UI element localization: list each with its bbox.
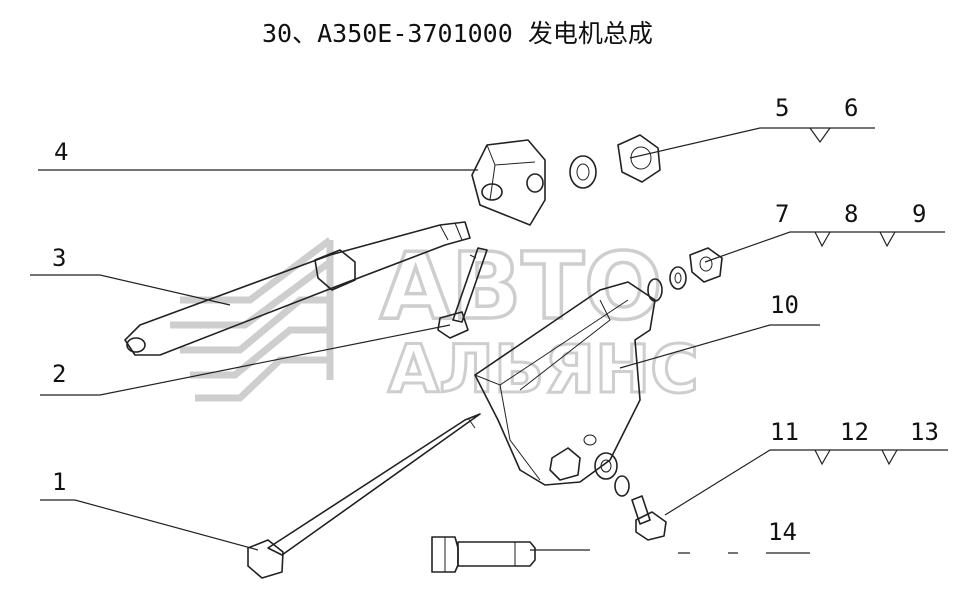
part-9-nut [689, 247, 723, 283]
callout-1: 1 [52, 468, 66, 496]
part-3-adjusting-arm [124, 221, 471, 356]
callout-9: 9 [912, 200, 926, 228]
part-13-bolt [631, 495, 667, 541]
callout-2: 2 [52, 360, 66, 388]
part-1-long-bolt [247, 413, 481, 579]
leader-11-12-13 [664, 449, 948, 516]
diagram-title: 30、A350E-3701000 发电机总成 [262, 19, 653, 48]
callout-8: 8 [844, 200, 858, 228]
leader-7-8-9-bracket-a [814, 231, 831, 248]
callout-12: 12 [840, 418, 869, 446]
callout-10: 10 [770, 291, 799, 319]
watermark-text-line2: АЛЬЯНС [388, 331, 699, 408]
leader-7-8-9-bracket-b [879, 231, 896, 248]
callout-6: 6 [844, 94, 858, 122]
callout-3: 3 [52, 244, 66, 272]
callout-4: 4 [54, 138, 68, 166]
leader-10 [619, 324, 820, 369]
callout-5: 5 [775, 94, 789, 122]
leader-11-12-13-bracket-a [814, 449, 831, 466]
callout-14: 14 [768, 518, 797, 546]
leader-1 [40, 499, 259, 551]
callout-7: 7 [775, 200, 789, 228]
part-5-washer [569, 155, 597, 189]
callout-11: 11 [770, 418, 799, 446]
watermark-logo: АВТО АЛЬЯНС [170, 231, 700, 410]
part-4-bracket [471, 139, 546, 226]
part-12-washer [614, 475, 630, 497]
callout-labels: 1 2 3 4 5 6 7 8 9 10 11 12 13 14 [52, 94, 939, 546]
leader-11-12-13-bracket-b [881, 449, 898, 466]
part-10-main-bracket [474, 281, 656, 486]
part-8-washer [669, 266, 687, 290]
callout-13: 13 [910, 418, 939, 446]
watermark-text-line1: АВТО [380, 233, 662, 340]
watermark-emblem [170, 237, 334, 402]
leader-3 [30, 274, 231, 306]
part-2-bolt [437, 247, 488, 339]
part-7-washer [647, 278, 663, 302]
leader-7-8-9 [704, 231, 945, 263]
leader-2 [40, 324, 451, 396]
leader-5-6 [629, 127, 875, 159]
part-6-nut [617, 134, 661, 183]
leader-5-6-bracket [809, 127, 831, 144]
part-11-washer [594, 452, 618, 480]
part-14-bolt [431, 536, 536, 573]
leader-lines [30, 127, 948, 554]
